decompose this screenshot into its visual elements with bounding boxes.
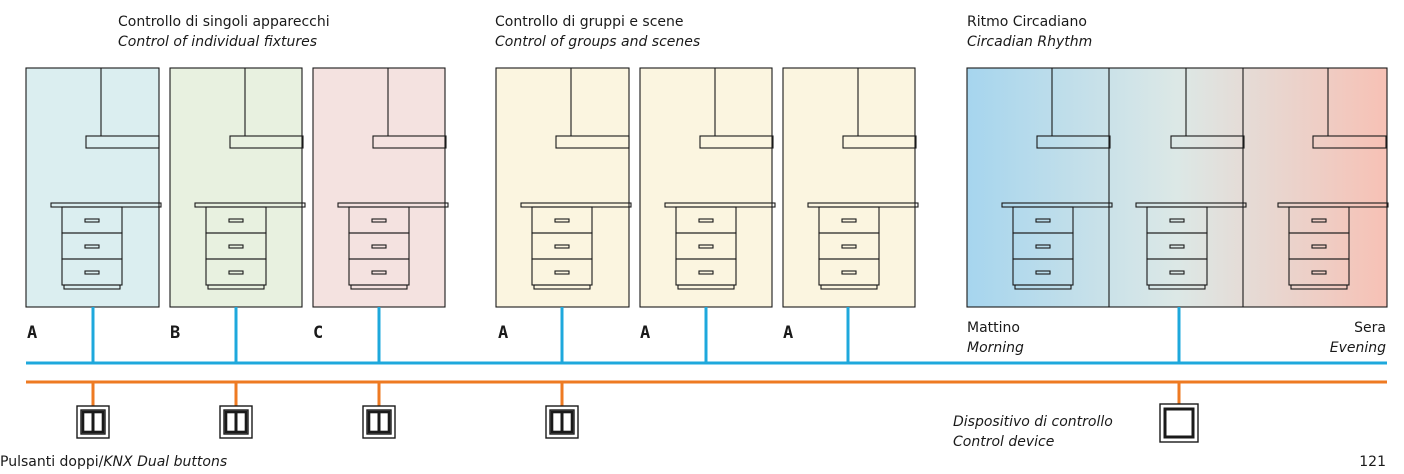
circadian-end-en: Evening [1329,340,1386,356]
control-device-icon [1159,403,1199,443]
room-b [169,67,303,308]
groups-title-en: Control of groups and scenes [495,34,701,50]
room-c [312,67,446,308]
orange-bus [26,380,1387,406]
circadian-title-it: Ritmo Circadiano [967,14,1087,30]
groups-title-it: Controllo di gruppi e scene [495,14,684,30]
control-device-label-it: Dispositivo di controllo [953,414,1113,430]
room-a-group-3 [782,67,916,308]
dual-buttons-label-en: KNX Dual buttons [103,454,228,470]
room-label: A [498,323,509,343]
circadian-start-it: Mattino [967,320,1020,336]
circadian-title-en: Circadian Rhythm [967,34,1093,50]
page-number: 121 [1359,454,1386,470]
room-a-group-1 [495,67,630,308]
room-a-individual [25,67,160,308]
individual-title-it: Controllo di singoli apparecchi [118,14,330,30]
room-label: A [783,323,794,343]
circadian-panel [966,67,1388,308]
dual-button-icon [218,404,254,440]
room-label: A [640,323,651,343]
room-label: C [313,323,324,343]
room-a-group-2 [639,67,773,308]
dual-button-icon [75,404,111,440]
dual-buttons-label-it: Pulsanti doppi/ [0,454,104,470]
control-device-label-en: Control device [953,434,1055,450]
dual-button-icon [544,404,580,440]
room-label: B [170,323,181,343]
individual-title-en: Control of individual fixtures [118,34,318,50]
room-label: A [27,323,38,343]
circadian-end-it: Sera [1354,320,1386,336]
blue-bus [26,307,1387,365]
dual-buttons-label: Pulsanti doppi/KNX Dual buttons [0,452,227,472]
dual-button-icon [361,404,397,440]
circadian-start-en: Morning [967,340,1024,356]
